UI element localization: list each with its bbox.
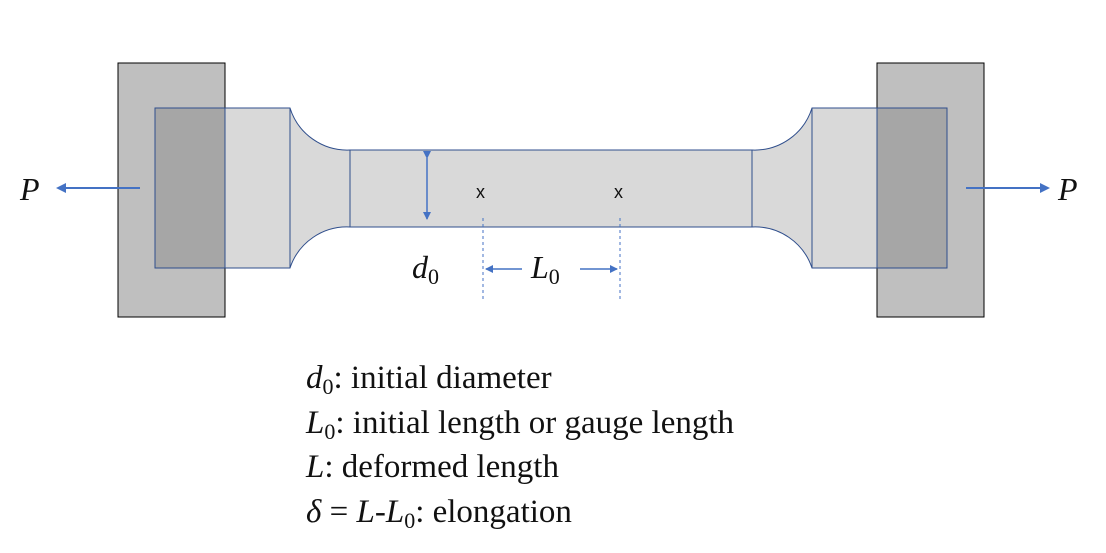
legend: d0: initial diameter L0: initial length … bbox=[306, 356, 734, 534]
legend-text: : deformed length bbox=[324, 449, 559, 485]
force-label-left: P bbox=[19, 171, 40, 207]
force-label-right: P bbox=[1057, 171, 1078, 207]
legend-symbol: δ bbox=[306, 493, 322, 530]
right-grip-overlap bbox=[876, 107, 948, 269]
legend-dash: - bbox=[374, 493, 386, 530]
legend-equals: = bbox=[321, 493, 357, 530]
legend-symbol: d bbox=[306, 360, 323, 396]
legend-item-diameter: d0: initial diameter bbox=[306, 356, 734, 401]
gauge-length-label: L0 bbox=[530, 249, 560, 289]
legend-subscript: 0 bbox=[404, 507, 416, 533]
legend-text: : elongation bbox=[415, 493, 572, 530]
legend-item-initial-length: L0: initial length or gauge length bbox=[306, 401, 734, 446]
gauge-mark-right: x bbox=[614, 182, 623, 202]
legend-item-deformed-length: L: deformed length bbox=[306, 445, 734, 490]
diameter-label: d0 bbox=[412, 249, 439, 289]
legend-subscript: 0 bbox=[322, 374, 334, 399]
legend-symbol: L bbox=[385, 493, 405, 530]
legend-symbol: L bbox=[356, 493, 375, 530]
gauge-mark-left: x bbox=[476, 182, 485, 202]
legend-subscript: 0 bbox=[324, 418, 336, 444]
specimen bbox=[154, 107, 948, 269]
legend-text: : initial length or gauge length bbox=[335, 404, 735, 441]
legend-item-elongation: δ = L-L0: elongation bbox=[306, 490, 734, 535]
legend-symbol: L bbox=[306, 449, 325, 485]
left-grip-overlap bbox=[154, 107, 226, 269]
legend-symbol: L bbox=[306, 404, 325, 441]
legend-text: : initial diameter bbox=[333, 360, 552, 396]
